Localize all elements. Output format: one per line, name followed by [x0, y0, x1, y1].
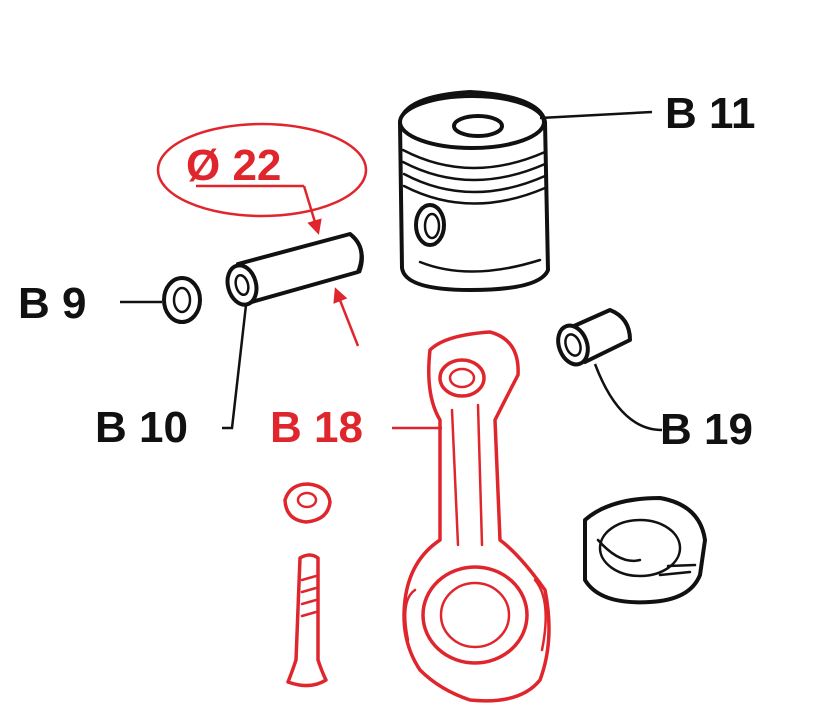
diameter-arrow-bottom	[333, 287, 360, 347]
rod-bolt	[286, 553, 328, 688]
rod-nut	[283, 482, 332, 524]
diameter-arrow-top	[302, 185, 322, 235]
label-b11: B 11	[665, 89, 756, 138]
label-diameter: Ø 22	[186, 141, 281, 190]
piston-pin	[225, 232, 364, 307]
diameter-callout: Ø 22	[156, 122, 368, 347]
circlip	[162, 276, 202, 324]
label-b18: B 18	[270, 403, 363, 452]
big-end-bearing	[583, 496, 707, 605]
small-end-bush	[556, 308, 632, 367]
label-b9: B 9	[18, 279, 86, 328]
leader-b11	[539, 110, 653, 120]
connecting-rod	[402, 330, 551, 703]
leader-b19	[593, 363, 663, 432]
piston	[398, 90, 550, 292]
label-b10: B 10	[95, 403, 188, 452]
label-b19: B 19	[660, 405, 753, 454]
leader-b10	[222, 304, 248, 430]
